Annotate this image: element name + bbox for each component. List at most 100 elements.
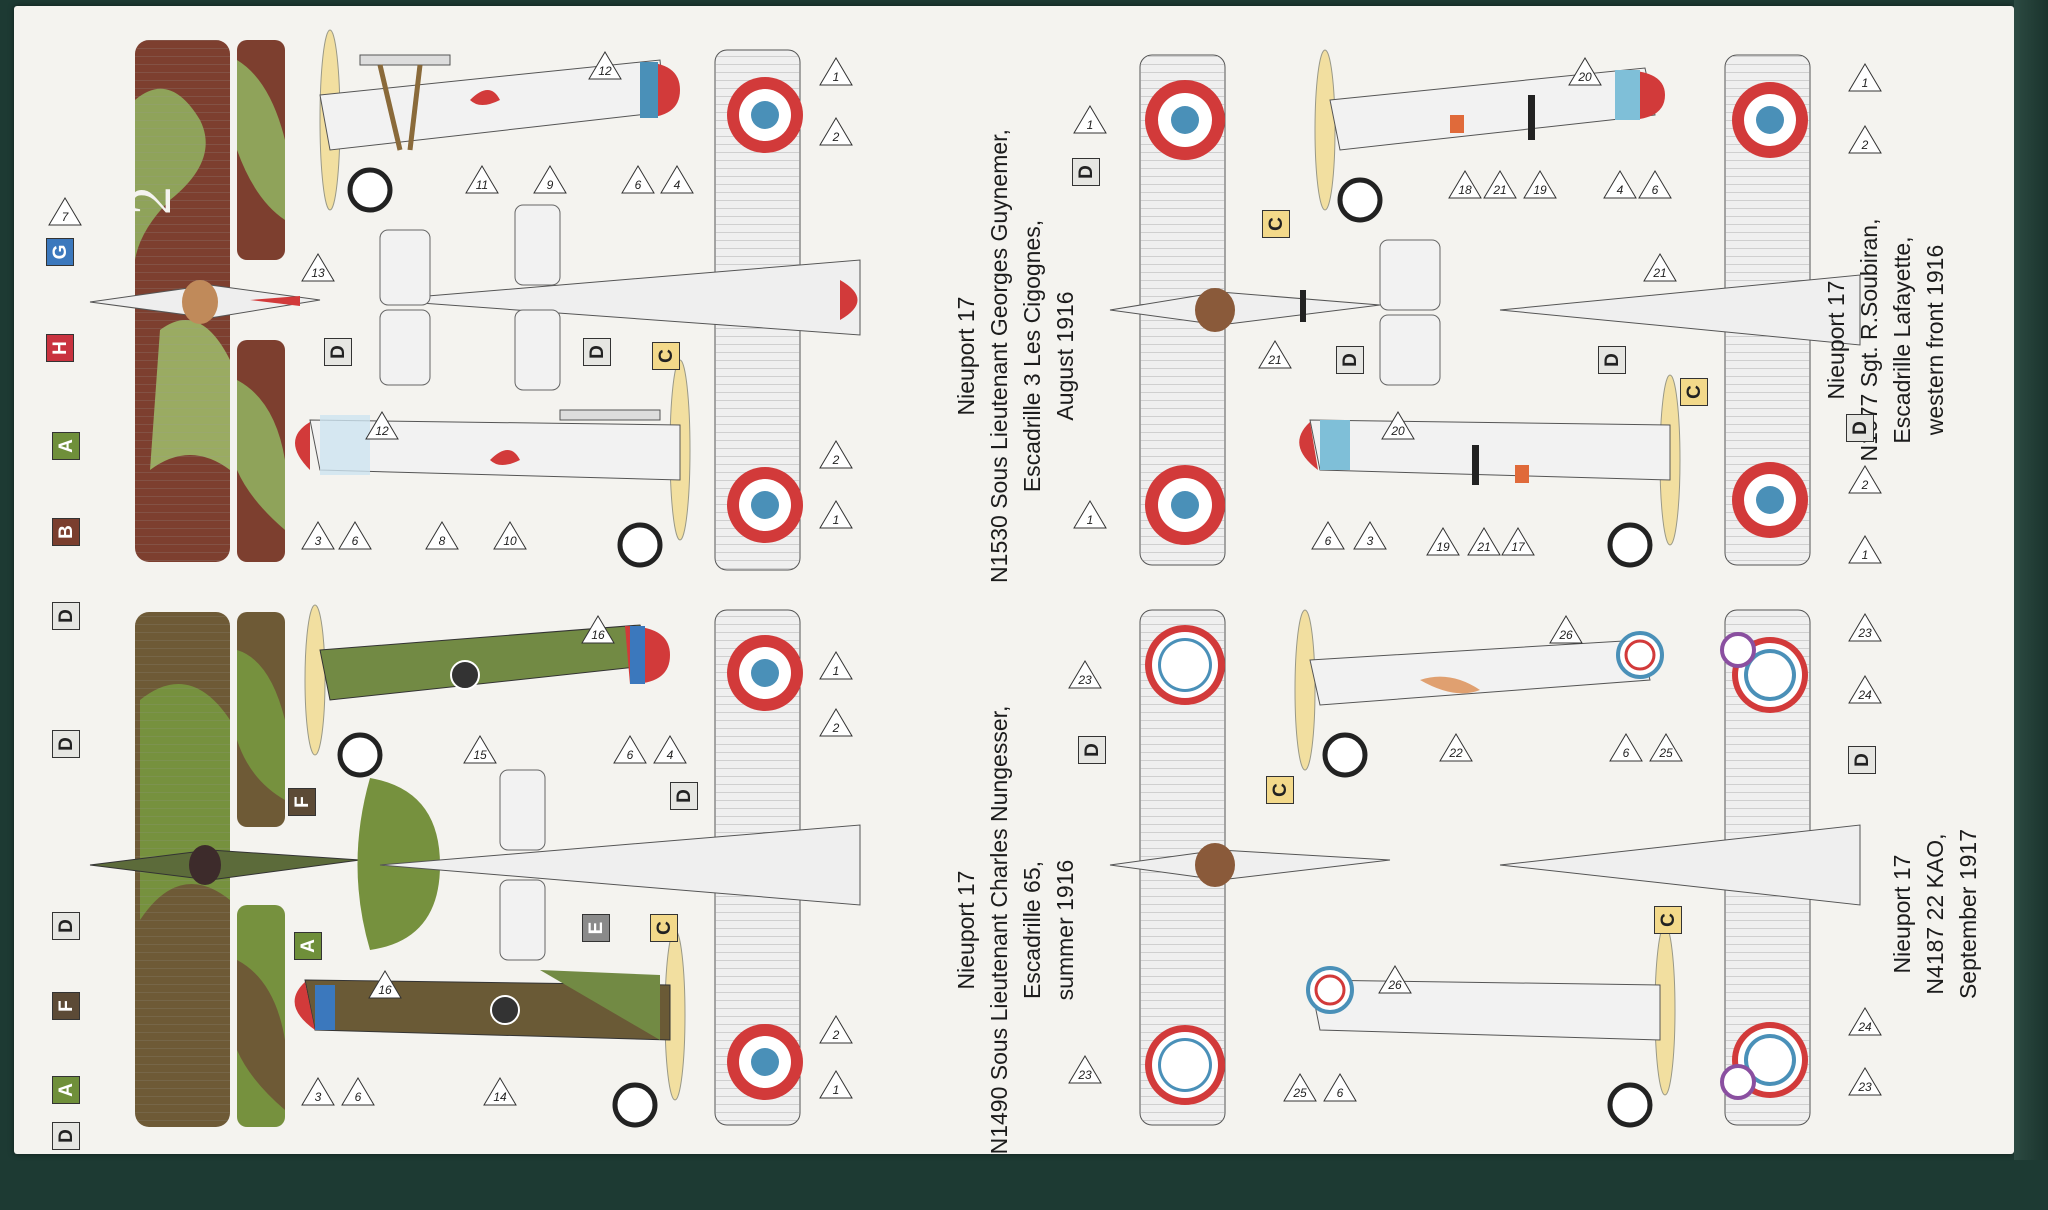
callout-label: 1 [833, 1083, 840, 1097]
callout-triangle [533, 165, 567, 194]
callout-label: 11 [476, 178, 488, 192]
color-badge-c: C [1266, 776, 1294, 804]
callout-triangle [483, 1077, 517, 1106]
callout-triangle [1068, 660, 1102, 689]
callout-triangle [819, 1070, 853, 1099]
decal-number-marker: 1 [1848, 63, 1882, 92]
callout-triangle [1501, 527, 1535, 556]
decal-number-marker: 17 [1501, 527, 1535, 556]
camouflage-diagram: 2 [48, 29, 1882, 1128]
callout-triangle [1848, 535, 1882, 564]
callout-triangle [301, 1077, 335, 1106]
decal-number-marker: 6 [341, 1077, 375, 1106]
callout-triangle [1848, 1007, 1882, 1036]
callout-triangle [819, 117, 853, 146]
fuselage-number: 2 [118, 186, 183, 215]
decal-number-marker: 14 [483, 1077, 517, 1106]
callout-label: 2 [1861, 478, 1869, 492]
callout-label: 1 [833, 513, 840, 527]
callout-triangle [819, 57, 853, 86]
callout-triangle [653, 735, 687, 764]
color-badge-g: G [46, 238, 74, 266]
callout-label: 6 [627, 748, 634, 762]
color-badge-e: E [582, 914, 610, 942]
decal-number-marker: 6 [1311, 521, 1345, 550]
decal-number-marker: 9 [533, 165, 567, 194]
callout-triangle [1073, 500, 1107, 529]
decal-number-marker: 26 [1378, 965, 1412, 994]
guynemer-side-view-upper [319, 29, 680, 213]
callout-label: 24 [1857, 1020, 1872, 1034]
kao-side-view-upper [1294, 609, 1664, 778]
callout-triangle [1848, 675, 1882, 704]
callout-label: 3 [315, 534, 322, 548]
decal-number-marker: 13 [301, 253, 335, 282]
kao-side-view-lower [1306, 924, 1676, 1128]
callout-label: 2 [832, 453, 840, 467]
decal-number-marker: 3 [301, 521, 335, 550]
callout-triangle [613, 735, 647, 764]
callout-triangle [1467, 527, 1501, 556]
callout-triangle [1323, 1073, 1357, 1102]
decal-number-marker: 7 [48, 197, 82, 226]
callout-label: 22 [1448, 746, 1463, 760]
decal-number-marker: 22 [1439, 733, 1473, 762]
callout-label: 23 [1077, 673, 1092, 687]
callout-label: 4 [667, 748, 674, 762]
decal-number-marker: 1 [819, 1070, 853, 1099]
callout-label: 20 [1577, 70, 1592, 84]
color-badge-d: D [52, 602, 80, 630]
callout-triangle [819, 440, 853, 469]
decal-number-marker: 1 [1073, 500, 1107, 529]
decal-number-marker: 2 [819, 708, 853, 737]
callout-label: 21 [1492, 183, 1506, 197]
callout-triangle [1649, 733, 1683, 762]
callout-triangle [1068, 1055, 1102, 1084]
callout-triangle [341, 1077, 375, 1106]
color-badge-a: A [52, 432, 80, 460]
decal-number-marker: 20 [1568, 57, 1602, 86]
color-badge-d: D [52, 1122, 80, 1150]
decal-number-marker: 6 [1638, 170, 1672, 199]
color-badge-d: D [583, 338, 611, 366]
decal-number-marker: 23 [1848, 613, 1882, 642]
callout-triangle [819, 500, 853, 529]
callout-label: 23 [1077, 1068, 1092, 1082]
callout-triangle [1643, 253, 1677, 282]
decal-number-marker: 1 [819, 500, 853, 529]
callout-triangle [1638, 170, 1672, 199]
color-badge-a: A [294, 932, 322, 960]
decal-number-marker: 12 [588, 51, 622, 80]
callout-label: 6 [1623, 746, 1630, 760]
decal-number-marker: 16 [368, 970, 402, 999]
callout-triangle [621, 165, 655, 194]
decal-number-marker: 15 [463, 735, 497, 764]
color-badge-d: D [1846, 414, 1874, 442]
callout-label: 21 [1476, 540, 1490, 554]
callout-label: 18 [1458, 183, 1472, 197]
callout-label: 7 [62, 210, 70, 224]
decal-number-marker: 6 [621, 165, 655, 194]
callout-label: 2 [832, 721, 840, 735]
callout-label: 1 [1087, 513, 1094, 527]
color-badge-a: A [52, 1076, 80, 1104]
decal-number-marker: 1 [819, 651, 853, 680]
callout-label: 9 [547, 178, 554, 192]
decal-number-marker: 12 [365, 411, 399, 440]
decal-number-marker: 4 [653, 735, 687, 764]
callout-label: 12 [598, 64, 612, 78]
decal-number-marker: 2 [819, 1015, 853, 1044]
callout-triangle [1483, 170, 1517, 199]
color-badge-f: F [52, 992, 80, 1020]
callout-label: 6 [1325, 534, 1332, 548]
color-badge-d: D [324, 338, 352, 366]
callout-label: 14 [493, 1090, 507, 1104]
decal-number-marker: 6 [1609, 733, 1643, 762]
callout-label: 6 [355, 1090, 362, 1104]
decal-number-marker: 26 [1549, 615, 1583, 644]
decal-number-marker: 3 [301, 1077, 335, 1106]
decal-number-marker: 24 [1848, 1007, 1882, 1036]
decal-number-marker: 19 [1426, 527, 1460, 556]
